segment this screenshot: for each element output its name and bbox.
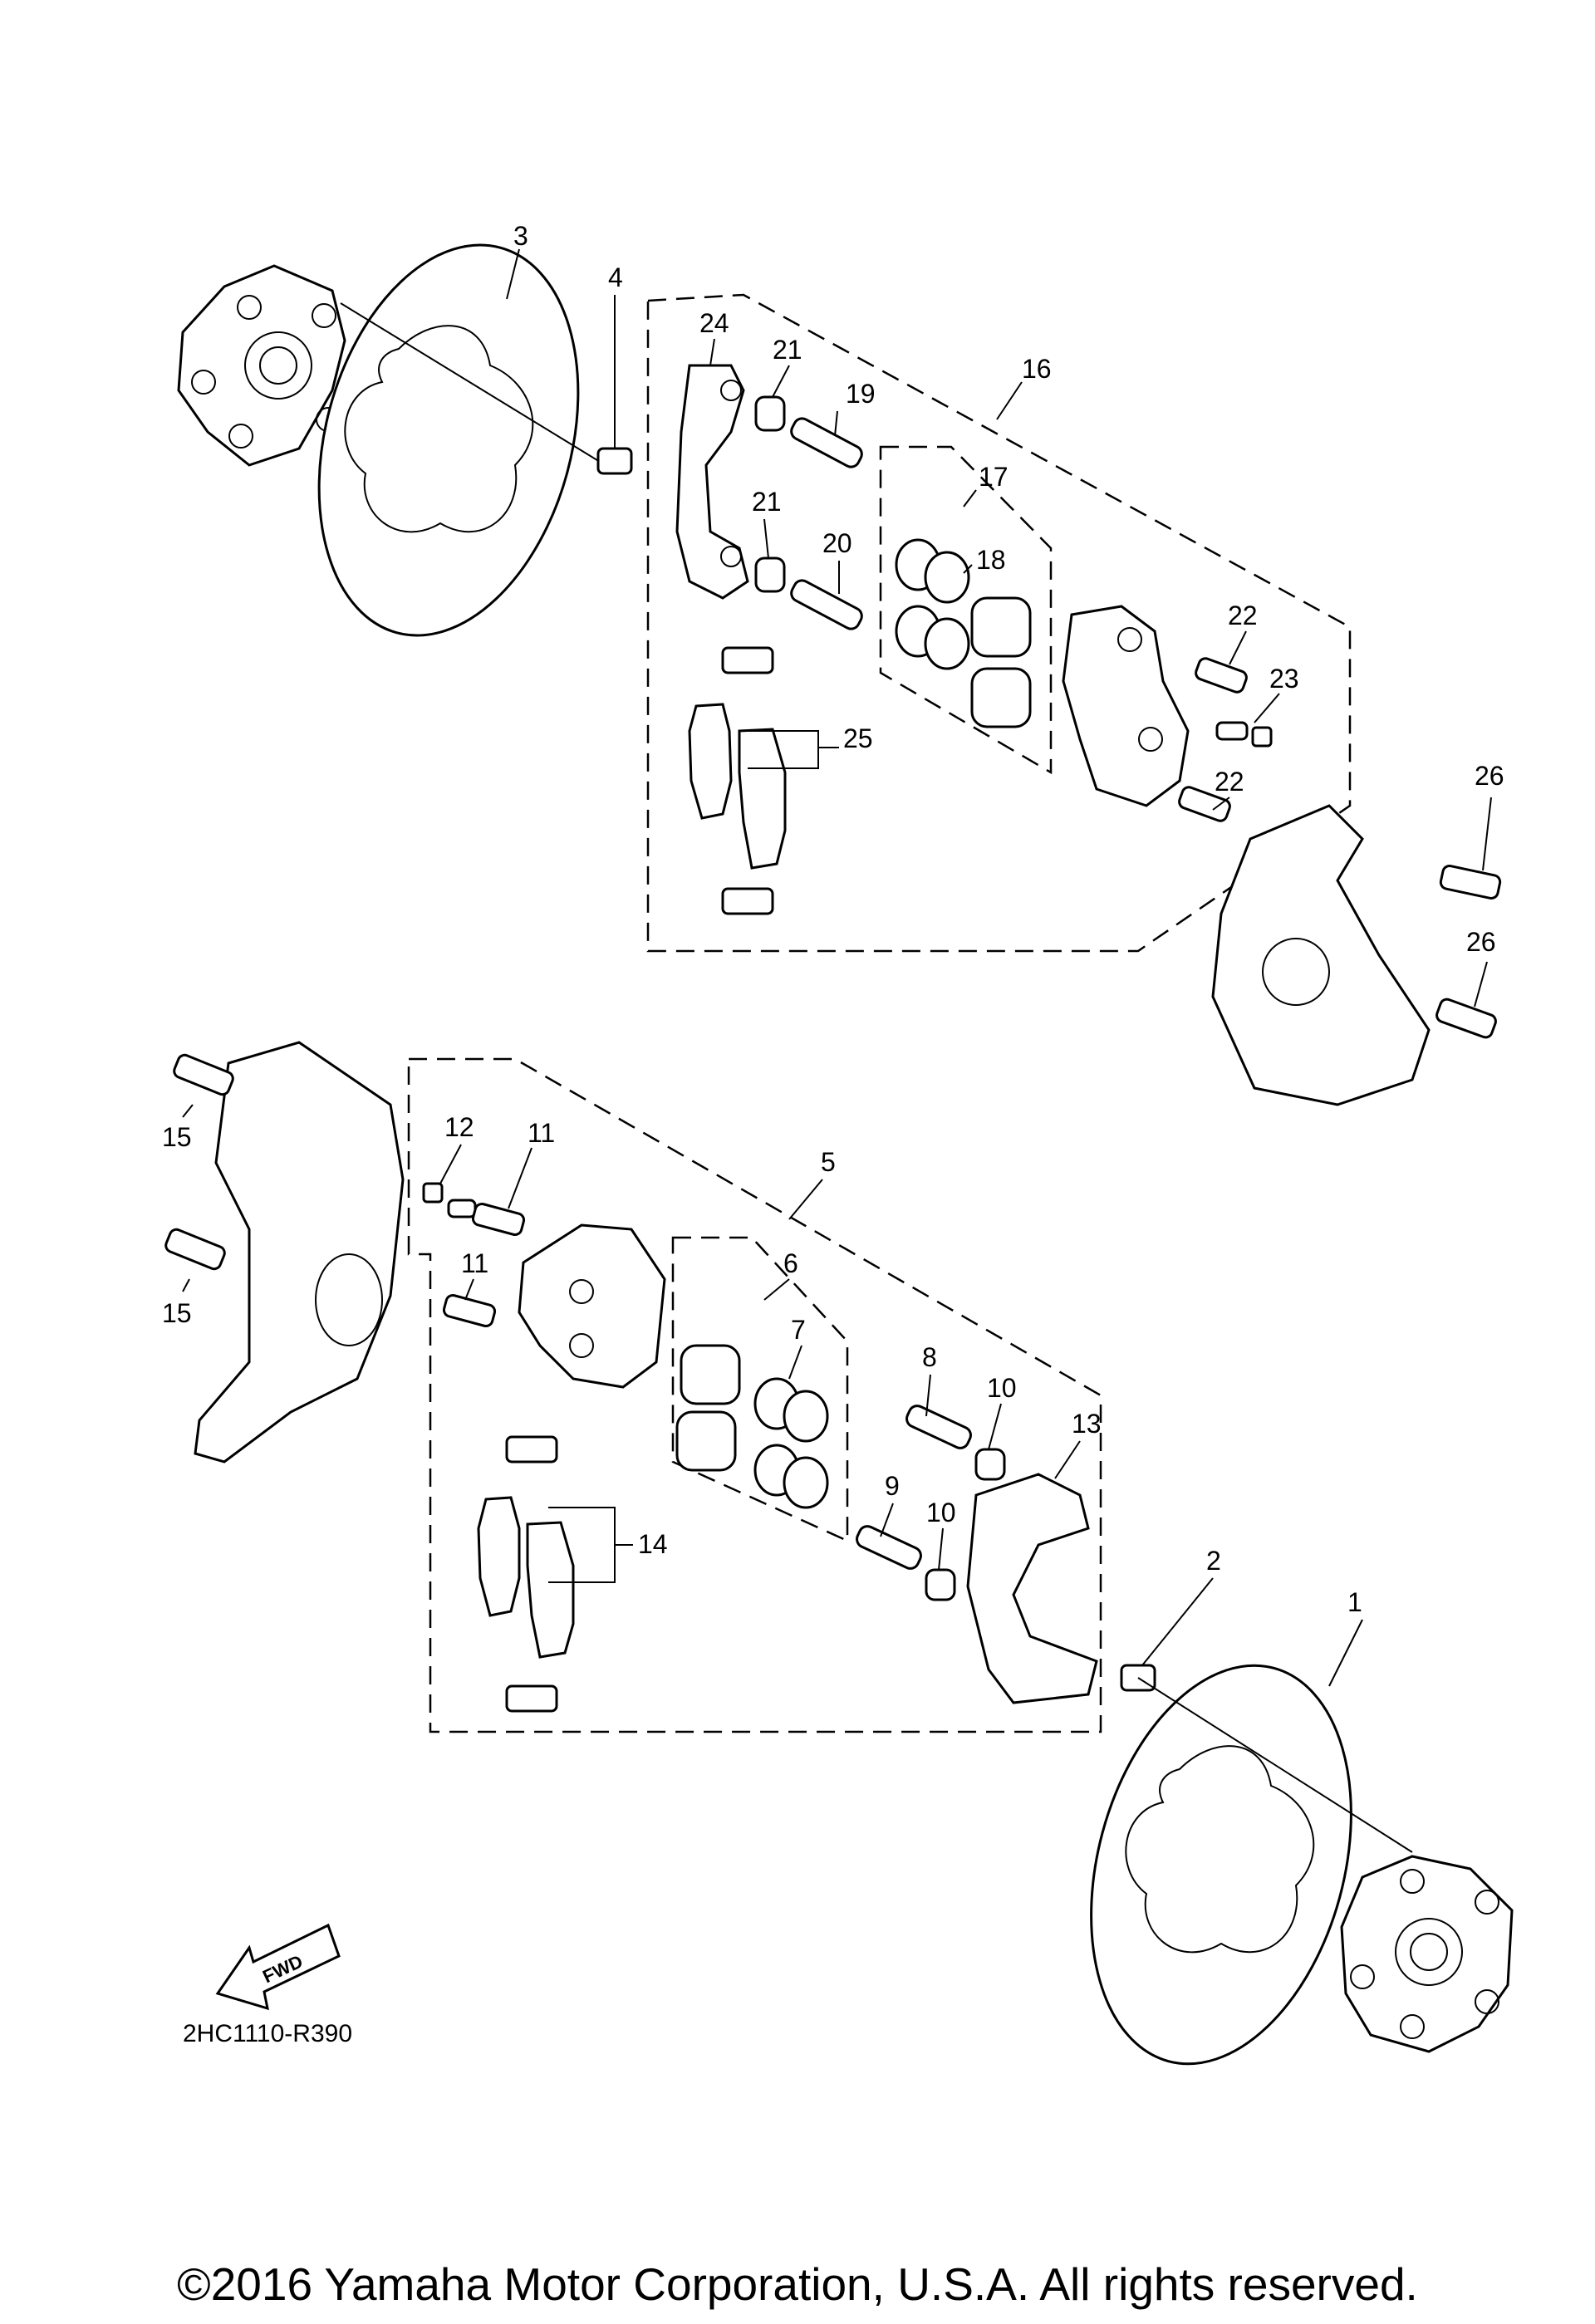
callout-24: 24 [699,308,729,338]
callout-23: 23 [1269,664,1299,694]
callout-8: 8 [922,1342,937,1372]
rear-bleed-screw [1215,721,1273,748]
callout-21-lower: 21 [752,487,782,517]
callout-21-upper: 21 [773,335,802,365]
rear-knuckle [1211,804,1431,1106]
callout-17: 17 [979,462,1009,492]
callout-12: 12 [444,1112,474,1142]
callout-16: 16 [1022,354,1052,384]
callout-2: 2 [1206,1546,1221,1576]
rear-caliper-kit-outline [646,293,1352,953]
rear-slide-pin-upper [790,417,863,468]
forward-direction-arrow: FWD [215,1923,341,2011]
front-brake-disc [1090,1664,1413,2066]
knuckle-bolt-lower [1436,998,1497,1039]
callout-20: 20 [822,528,852,558]
front-pin-boot-lower [925,1568,956,1601]
rear-pin-boot-lower [754,556,786,593]
front-slide-pin-lower [856,1525,922,1570]
callout-6: 6 [783,1248,798,1278]
callout-15-lower: 15 [162,1298,192,1328]
rear-caliper-bracket [675,364,749,600]
front-pin-boot-upper [974,1448,1006,1481]
front-piston-seals [753,1377,829,1509]
callout-labels: 3 4 24 21 19 16 17 21 20 18 22 23 25 22 … [162,221,1504,1617]
front-knuckle-bolt-upper [173,1053,234,1096]
front-brake-pads [477,1435,575,1713]
knuckle-bolt-upper [1439,865,1502,900]
rear-brake-pads [688,646,787,915]
copyright-notice: ©2016 Yamaha Motor Corporation, U.S.A. A… [177,2258,1418,2310]
callout-1: 1 [1347,1587,1362,1617]
front-caliper-bolt-lower [442,1293,497,1328]
front-bleed-screw [422,1182,477,1218]
callout-19: 19 [846,379,876,409]
front-piston-kit-outline [671,1236,849,1542]
upper-brake-disc [317,243,620,637]
front-knuckle [194,1041,405,1464]
upper-wheel-hub [177,264,346,467]
rear-caliper-bolt-lower [1178,786,1231,822]
callout-22-lower: 22 [1215,767,1244,797]
callout-7: 7 [791,1315,806,1345]
front-knuckle-bolt-lower [164,1228,226,1271]
callout-18: 18 [976,545,1006,575]
diagram-code: 2HC1110-R390 [183,2020,352,2047]
rear-slide-pin-lower [790,579,863,630]
callout-11-lower: 11 [461,1248,488,1278]
callout-26-upper: 26 [1475,761,1504,791]
callout-25: 25 [843,723,873,753]
rear-piston-kit-outline [879,445,1053,775]
front-caliper-bracket [966,1473,1098,1704]
front-caliper-body [518,1223,666,1389]
callout-9: 9 [885,1471,900,1501]
callout-3: 3 [513,221,528,251]
rear-piston-seals [895,538,970,670]
rear-pin-boot-upper [754,395,786,432]
callout-15-upper: 15 [162,1122,192,1152]
callout-5: 5 [821,1147,836,1177]
callout-14: 14 [638,1529,668,1559]
rear-pistons [970,596,1032,728]
leader-lines [182,248,1492,1687]
upper-disc-bolt [596,447,633,475]
callout-11-upper: 11 [528,1118,555,1148]
front-wheel-hub [1340,1855,1514,2053]
callout-10-upper: 10 [987,1373,1017,1403]
rear-caliper-bolt-upper [1195,657,1248,694]
front-slide-pin-upper [905,1405,972,1449]
front-pistons [675,1344,741,1472]
callout-22-upper: 22 [1228,601,1258,630]
callout-26-lower: 26 [1466,927,1496,957]
front-caliper-kit-outline [407,1057,1102,1733]
front-caliper-bolt-upper [471,1202,526,1237]
rear-caliper-body [1062,605,1190,807]
callout-13: 13 [1072,1409,1102,1439]
callout-4: 4 [608,262,623,292]
callout-10-lower: 10 [926,1498,956,1527]
